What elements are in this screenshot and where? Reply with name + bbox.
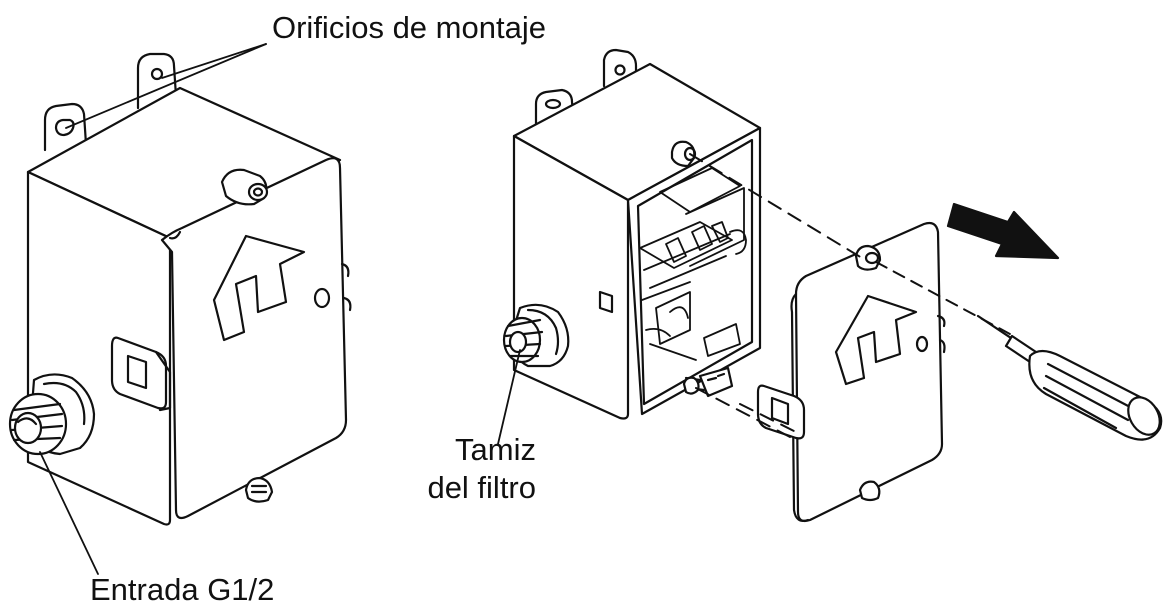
assembly-guide-lines [689,153,863,439]
assembled-box [8,52,352,526]
inlet-label: Entrada G1/2 [90,572,275,607]
filter-screen-label-line1: Tamiz [455,432,536,467]
open-box [502,48,762,420]
leader-lines [39,43,521,575]
removed-cover [756,221,946,523]
mounting-holes-label: Orificios de montaje [272,10,546,45]
inlet-fitting [8,373,96,456]
arrow-right-down-icon [946,202,1060,260]
filter-screen-label-line2: del filtro [427,470,536,505]
latch-clip [110,336,172,412]
valve-mechanism [639,167,747,361]
inlet-fitting-with-filter [502,303,570,368]
up-arrow-marking [834,294,918,386]
cover-screw-bottom [244,476,274,503]
screw-boss-top [670,140,697,168]
cover-screw [854,244,882,271]
cover-screw-top [220,168,269,206]
screwdriver-icon [976,314,1163,441]
wire-connector [684,366,734,398]
mounting-tab-left [43,102,88,152]
up-arrow-marking [212,234,306,342]
